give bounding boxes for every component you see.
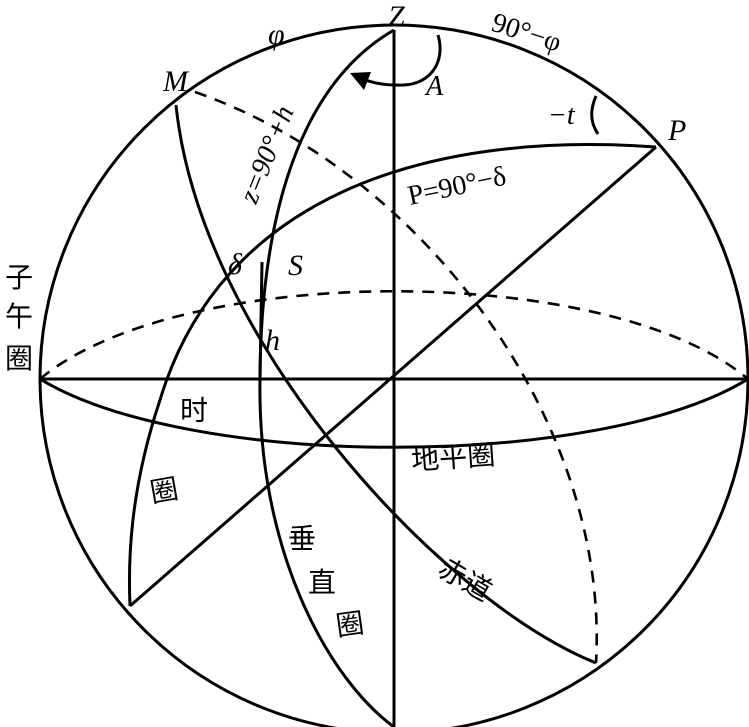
meridian-label-1: 子: [5, 261, 33, 294]
hour-angle-arc: [590, 95, 600, 135]
label-pole: P: [667, 114, 686, 147]
label-m: M: [162, 65, 190, 98]
horizon-back: [39, 290, 749, 380]
label-azimuth: A: [424, 71, 444, 102]
hour-circle-label-2: 圈: [147, 472, 180, 509]
vertical-label-2: 直: [308, 566, 336, 599]
meridian-label-3: 圈: [5, 342, 33, 375]
equator-front: [174, 104, 597, 665]
label-hour-angle: −t: [548, 100, 576, 131]
label-zenith-distance: z=90°−h: [233, 102, 300, 209]
azimuth-arc: [359, 34, 442, 87]
label-zenith: Z: [388, 0, 405, 33]
label-latitude: φ: [268, 18, 285, 51]
azimuth-arrow-icon: [350, 72, 371, 90]
equator-back: [194, 90, 599, 664]
vertical-label-3: 圈: [334, 606, 366, 643]
label-polar-distance: P=90°−δ: [405, 161, 509, 212]
vertical-circle: [258, 28, 395, 727]
polar-axis: [129, 145, 657, 608]
altitude-arc: [258, 261, 264, 379]
label-altitude: h: [265, 324, 280, 357]
meridian-label-2: 午: [5, 300, 33, 333]
vertical-label-1: 垂: [288, 522, 316, 555]
label-declination: δ: [228, 248, 243, 281]
horizon-label: 地平圈: [410, 438, 496, 477]
hour-circle-label-1: 时: [180, 394, 208, 427]
label-star: S: [288, 249, 303, 282]
hour-circle: [127, 143, 657, 607]
